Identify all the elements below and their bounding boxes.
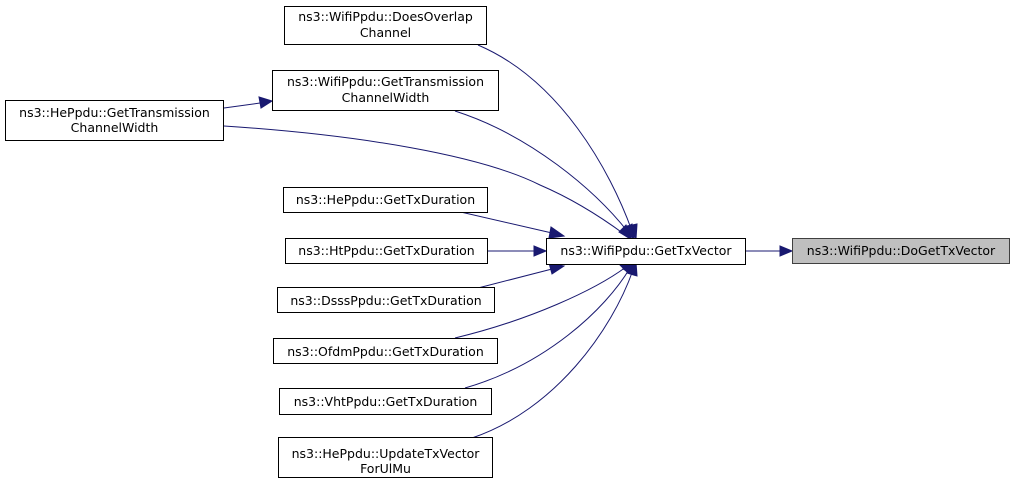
- edge-he-tx-width-to-wifi-tx-width: [223, 96, 274, 109]
- node-heppdu-get-tx-duration[interactable]: ns3::HePpdu::GetTxDuration: [283, 187, 488, 213]
- node-heppdu-get-transmission-channel-width[interactable]: ns3::HePpdu::GetTransmission ChannelWidt…: [5, 100, 224, 141]
- node-label: ns3::WifiPpdu::DoGetTxVector: [807, 243, 996, 258]
- node-label-line2: ChannelWidth: [71, 120, 159, 135]
- node-label: ns3::HePpdu::GetTxDuration: [296, 192, 475, 207]
- node-label-line1: ns3::WifiPpdu::GetTransmission: [287, 74, 484, 89]
- node-heppdu-update-tx-vector-for-ul-mu[interactable]: ns3::HePpdu::UpdateTxVector ForUlMu: [278, 437, 493, 478]
- node-label-line1: ns3::HePpdu::UpdateTxVector: [292, 446, 481, 461]
- node-label: ns3::VhtPpdu::GetTxDuration: [294, 394, 478, 409]
- edge-gettxvector-to-dogettxvector: [746, 245, 794, 257]
- node-label-line2: ChannelWidth: [342, 90, 430, 105]
- edge-vht-duration-to-gettxvector: [464, 259, 636, 389]
- node-label-line2: ForUlMu: [360, 461, 411, 476]
- edge-does-overlap-to-gettxvector: [477, 44, 638, 241]
- node-dsssppdu-get-tx-duration[interactable]: ns3::DsssPpdu::GetTxDuration: [277, 287, 495, 313]
- node-wifippdu-does-overlap-channel[interactable]: ns3::WifiPpdu::DoesOverlap Channel: [284, 6, 487, 45]
- node-label-line1: ns3::WifiPpdu::DoesOverlap: [298, 9, 473, 24]
- node-label-line2: Channel: [360, 25, 411, 40]
- node-label: ns3::OfdmPpdu::GetTxDuration: [287, 344, 484, 359]
- edge-update-tx-vector-to-gettxvector: [471, 260, 638, 439]
- edge-he-tx-width-to-gettxvector: [223, 125, 634, 242]
- node-wifippdu-do-get-tx-vector[interactable]: ns3::WifiPpdu::DoGetTxVector: [792, 238, 1010, 264]
- node-vhtppdu-get-tx-duration[interactable]: ns3::VhtPpdu::GetTxDuration: [279, 388, 492, 415]
- node-htppdu-get-tx-duration[interactable]: ns3::HtPpdu::GetTxDuration: [285, 238, 488, 264]
- node-ofdmppdu-get-tx-duration[interactable]: ns3::OfdmPpdu::GetTxDuration: [273, 338, 498, 364]
- edge-he-duration-to-gettxvector: [451, 209, 566, 239]
- edge-ht-duration-to-gettxvector: [488, 245, 548, 257]
- node-wifippdu-get-transmission-channel-width[interactable]: ns3::WifiPpdu::GetTransmission ChannelWi…: [272, 70, 499, 111]
- node-label: ns3::HtPpdu::GetTxDuration: [298, 243, 474, 258]
- node-label: ns3::WifiPpdu::GetTxVector: [560, 243, 732, 258]
- node-label: ns3::DsssPpdu::GetTxDuration: [290, 293, 481, 308]
- node-wifippdu-get-tx-vector[interactable]: ns3::WifiPpdu::GetTxVector: [546, 238, 746, 265]
- edge-dsss-duration-to-gettxvector: [477, 262, 566, 289]
- node-label-line1: ns3::HePpdu::GetTransmission: [19, 105, 210, 120]
